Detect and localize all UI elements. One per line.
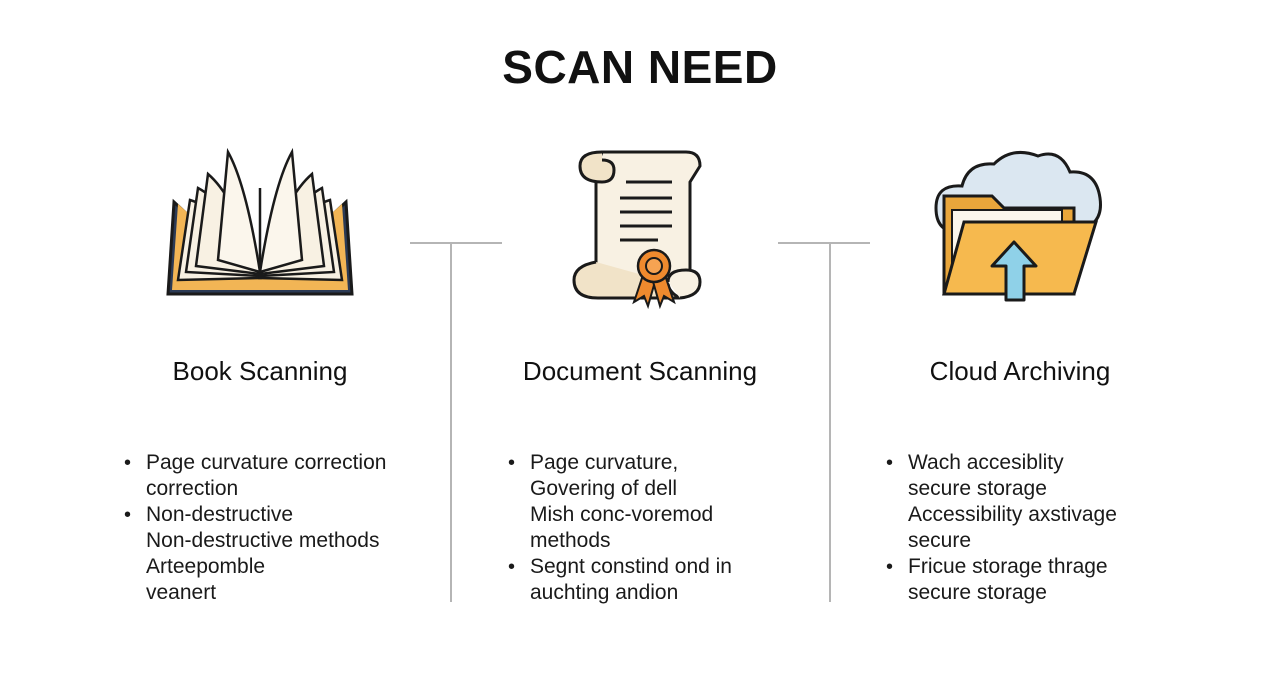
list-item: secure storage — [908, 477, 1047, 500]
divider-vertical — [450, 244, 452, 602]
open-book-icon — [160, 142, 360, 312]
column-book-scanning: Book Scanning Page curvature correction … — [110, 0, 410, 698]
cloud-folder-upload-icon — [920, 142, 1120, 312]
list-item: Govering of dell — [530, 477, 678, 500]
list-item: secure — [908, 529, 972, 552]
scroll-certificate-icon — [540, 142, 740, 312]
divider-vertical — [829, 244, 831, 602]
column-title: Document Scanning — [522, 356, 758, 386]
list-item: secure storage — [908, 581, 1047, 604]
list-item: Page curvature correction — [124, 450, 424, 476]
bullet-list: Page curvature, Govering of dell Mish co… — [508, 450, 808, 606]
list-item: auchting andion — [530, 581, 679, 604]
list-item: veanert — [146, 581, 217, 604]
column-cloud-archiving: Cloud Archiving Wach accesiblity secure … — [870, 0, 1170, 698]
list-item: Accessibility axstivage — [908, 503, 1117, 526]
list-item: Wach accesiblity — [886, 450, 1186, 476]
column-document-scanning: Document Scanning Page curvature, Goveri… — [490, 0, 790, 698]
list-item: correction — [146, 477, 239, 500]
divider-horizontal — [410, 242, 502, 244]
list-item: Mish conc-voremod — [530, 503, 714, 526]
column-title: Cloud Archiving — [929, 356, 1111, 386]
bullet-list: Wach accesiblity secure storage Accessib… — [886, 450, 1186, 606]
column-title: Book Scanning — [172, 356, 348, 386]
bullet-list: Page curvature correction correction Non… — [124, 450, 424, 606]
list-item: Fricue storage thrage — [886, 554, 1186, 580]
list-item: methods — [530, 529, 611, 552]
list-item: Non-destructive — [124, 502, 424, 528]
diagram-title: SCAN NEED — [502, 41, 778, 93]
divider-horizontal — [778, 242, 870, 244]
list-item: Non-destructive methods — [146, 529, 380, 552]
list-item: Segnt constind ond in — [508, 554, 808, 580]
list-item: Arteepomble — [146, 555, 266, 578]
list-item: Page curvature, — [508, 450, 808, 476]
